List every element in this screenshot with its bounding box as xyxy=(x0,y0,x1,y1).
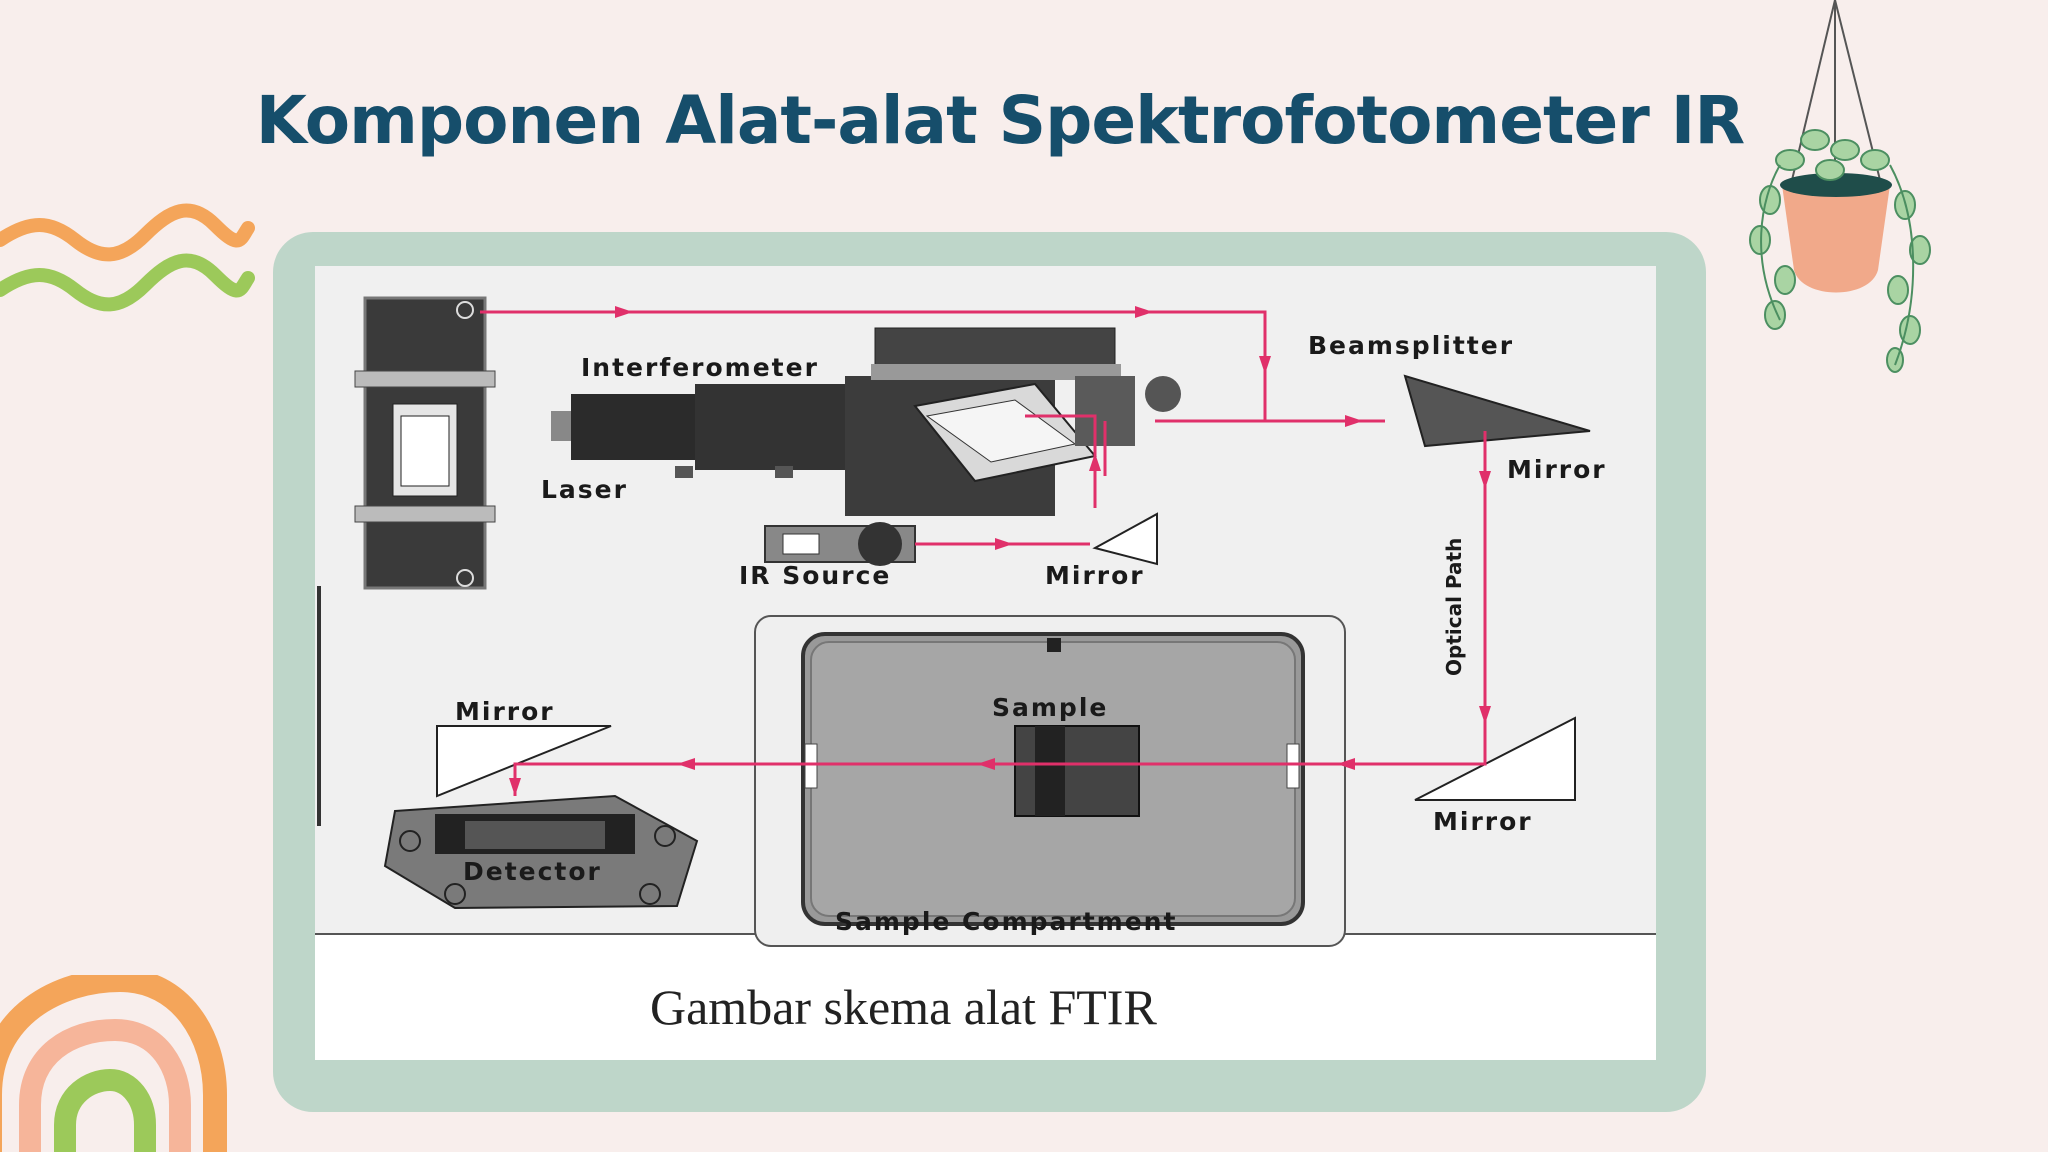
ir-source-label: IR Source xyxy=(739,561,891,590)
optical-path-label: Optical Path xyxy=(1442,538,1466,676)
beamsplitter-label: Beamsplitter xyxy=(1308,331,1514,360)
mirror-top-right-label: Mirror xyxy=(1507,455,1607,484)
mirror-bottom-right-shape xyxy=(1414,716,1576,801)
sample-compartment-label: Sample Compartment xyxy=(835,907,1177,936)
sample-compartment-unit xyxy=(754,615,1346,947)
beam-path xyxy=(480,310,1487,796)
mirror-bottom-right-label: Mirror xyxy=(1433,807,1533,836)
hanging-plant-illustration xyxy=(1749,0,1931,373)
mirror-left-shape xyxy=(436,725,612,798)
ftir-schematic-figure: Interferometer Laser Beamsplitter Mirror… xyxy=(315,266,1656,1060)
squiggle-decoration xyxy=(0,203,255,312)
ir-source-unit xyxy=(764,522,916,566)
mirror-center-shape xyxy=(1092,512,1158,566)
slide-title: Komponen Alat-alat Spektrofotometer IR xyxy=(255,82,1745,159)
mirror-top-right-shape xyxy=(1403,374,1591,448)
laser-label: Laser xyxy=(541,475,628,504)
mirror-center-label: Mirror xyxy=(1045,561,1145,590)
sample-label: Sample xyxy=(992,693,1108,722)
laser-unit xyxy=(354,296,496,590)
interferometer-unit xyxy=(551,327,1181,516)
interferometer-label: Interferometer xyxy=(581,353,819,382)
detector-label: Detector xyxy=(463,857,602,886)
detector-unit xyxy=(383,794,699,910)
rainbow-decoration xyxy=(0,975,227,1152)
figure-caption: Gambar skema alat FTIR xyxy=(650,979,1157,1035)
mirror-left-label: Mirror xyxy=(455,697,555,726)
beam-arrows xyxy=(509,306,1491,796)
